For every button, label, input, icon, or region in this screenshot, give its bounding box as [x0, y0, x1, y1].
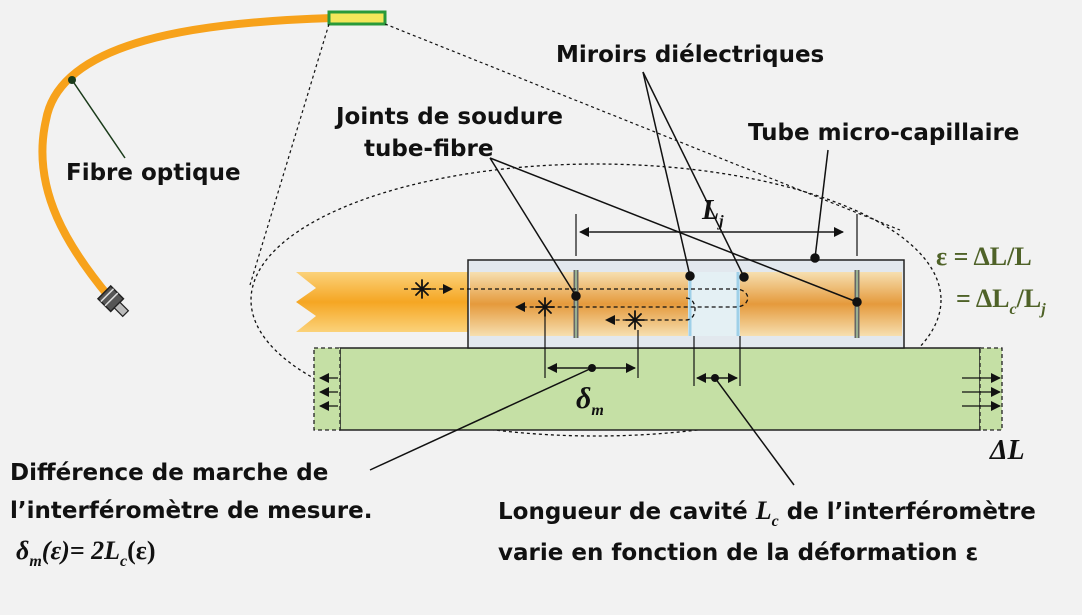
- substrate-right-ext: [979, 347, 1003, 431]
- zoom-ellipse: [250, 163, 942, 437]
- substrate-left-ext: [313, 347, 341, 431]
- fibre-core-right: [740, 272, 902, 336]
- input-fibre: [296, 272, 470, 332]
- substrate-left-arrows: [319, 373, 338, 411]
- formula-delta-m: δm(ε)= 2Lc(ε): [16, 536, 156, 570]
- strain-equation-2: = ΔLc/Lj: [956, 284, 1046, 318]
- fibre-cable: [38, 14, 337, 302]
- label-Lj: Lj: [702, 195, 724, 231]
- label-joints-line2: tube-fibre: [364, 136, 494, 162]
- label-delta-L: ΔL: [990, 435, 1025, 466]
- substrate: [339, 347, 981, 431]
- label-difference-line2: l’interféromètre de mesure.: [10, 498, 373, 524]
- label-delta-m: δm: [576, 382, 604, 420]
- label-tube: Tube micro-capillaire: [748, 120, 1020, 146]
- fibre-connector: [96, 284, 130, 318]
- strain-equation-1: ε = ΔL/L: [936, 242, 1032, 271]
- label-joints-line1: Joints de soudure: [336, 104, 564, 130]
- light-sparkles: [412, 279, 645, 330]
- zoom-line-left: [249, 23, 330, 286]
- label-longueur: Longueur de cavité Lc de l’interféromètr…: [498, 496, 1036, 530]
- substrate-right-arrows: [962, 373, 1001, 411]
- zoom-line-right: [384, 23, 901, 231]
- fibre-core-left: [470, 272, 688, 336]
- label-difference-line1: Différence de marche de: [10, 460, 329, 486]
- cavity-gap: [688, 272, 740, 336]
- label-fibre-optique: Fibre optique: [66, 160, 241, 186]
- label-miroirs: Miroirs diélectriques: [556, 42, 825, 68]
- label-varie: varie en fonction de la déformation ε: [498, 540, 979, 566]
- sensor-location-marker: [327, 10, 387, 26]
